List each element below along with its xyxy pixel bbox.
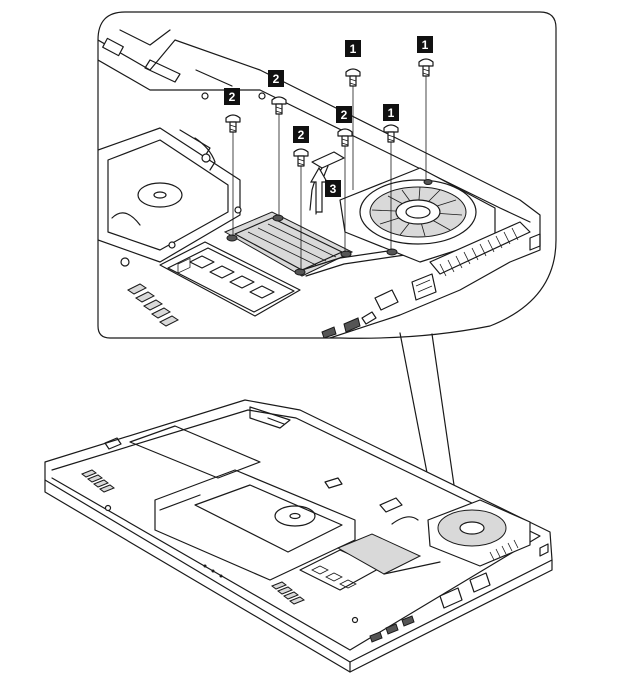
screw-2b <box>271 96 287 216</box>
overview-heatsink <box>336 533 422 575</box>
latch-slot <box>102 37 124 57</box>
exhaust-grille <box>429 221 531 277</box>
screw-1c <box>383 124 399 250</box>
callout-1b-label: 1 <box>422 38 429 52</box>
callout-3: 3 <box>325 180 341 197</box>
screw-1a <box>345 68 361 190</box>
callout-2a: 2 <box>224 88 240 105</box>
callout-2c: 2 <box>293 126 309 143</box>
callout-1a-label: 1 <box>350 42 357 56</box>
memory-module <box>159 241 301 317</box>
screw-1b <box>418 58 434 180</box>
screw-2a <box>225 114 241 236</box>
fan-rim <box>359 179 477 245</box>
chassis-edge <box>98 39 541 339</box>
callout-2d: 2 <box>336 106 352 123</box>
fan-screw-hole <box>386 248 398 256</box>
laptop-bottom-shell <box>44 399 553 663</box>
overview-hdd-bay <box>154 469 356 581</box>
lift-arrow <box>309 166 329 213</box>
callout-2a-label: 2 <box>229 90 236 104</box>
overview-vent-left <box>80 469 116 493</box>
chassis-inner-edge <box>98 59 531 223</box>
callout-2c-label: 2 <box>298 128 305 142</box>
hdd-platter <box>137 182 183 208</box>
callout-1c-label: 1 <box>388 106 395 120</box>
screw-2c <box>293 148 309 270</box>
side-ports <box>321 273 437 339</box>
overview-ports <box>369 543 549 643</box>
callout-2d-label: 2 <box>341 108 348 122</box>
screws <box>225 58 434 270</box>
vent-slots-left <box>127 283 179 327</box>
callout-2b: 2 <box>268 70 284 87</box>
overview-vent-bottom <box>270 581 306 605</box>
callout-2b-label: 2 <box>273 72 280 86</box>
fan-hub <box>395 199 441 225</box>
callout-1b: 1 <box>417 36 433 53</box>
callout-1c: 1 <box>383 104 399 121</box>
heatsink-screw-holes <box>226 214 352 276</box>
screw-2d <box>337 128 353 252</box>
callout-3-label: 3 <box>330 182 337 196</box>
detail-view: 1 1 1 2 2 2 2 3 <box>97 11 557 339</box>
fan-connector <box>311 151 345 169</box>
detail-frame <box>97 11 557 339</box>
battery-panel <box>129 425 261 479</box>
callout-1a: 1 <box>345 40 361 57</box>
heatsink-plate <box>223 211 354 277</box>
hdd-bay <box>98 127 241 263</box>
laptop-base-overview <box>44 399 553 673</box>
